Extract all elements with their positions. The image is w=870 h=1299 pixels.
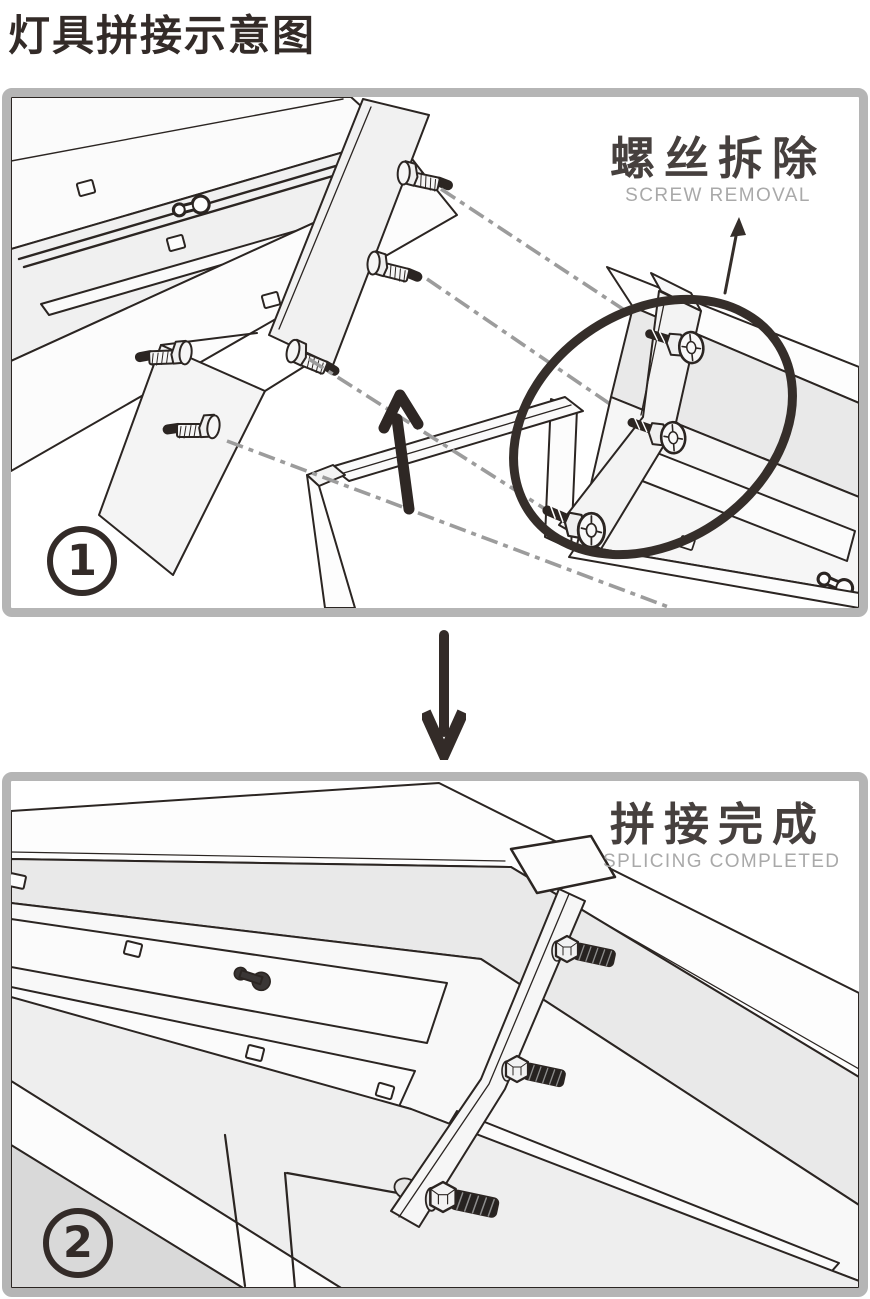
down-arrow-icon xyxy=(422,630,466,760)
step-1-number-badge: 1 xyxy=(47,526,117,596)
step-2-number-badge: 2 xyxy=(43,1208,113,1278)
splice-strap xyxy=(390,834,617,1228)
step-1-illustration xyxy=(11,97,859,608)
step-2-number: 2 xyxy=(63,1217,93,1268)
screw-highlight-oval xyxy=(509,294,797,560)
joint-seam xyxy=(223,1133,411,1288)
spliced-lamp-body xyxy=(11,782,859,1288)
bridge-plate xyxy=(509,834,617,895)
splice-bracket xyxy=(306,396,584,608)
step-2-panel: 拼接完成 SPLICING COMPLETED 2 xyxy=(2,772,868,1297)
step-1-number: 1 xyxy=(67,535,97,586)
left-lamp-section xyxy=(11,97,458,576)
lift-direction-arrow xyxy=(378,389,424,515)
alignment-dash-guides xyxy=(226,187,672,608)
label-pointer-arrow xyxy=(723,217,746,295)
step-1-panel: 螺丝拆除 SCREW REMOVAL 1 xyxy=(2,88,868,617)
page-title: 灯具拼接示意图 xyxy=(8,11,317,60)
step-2-illustration xyxy=(11,782,859,1288)
